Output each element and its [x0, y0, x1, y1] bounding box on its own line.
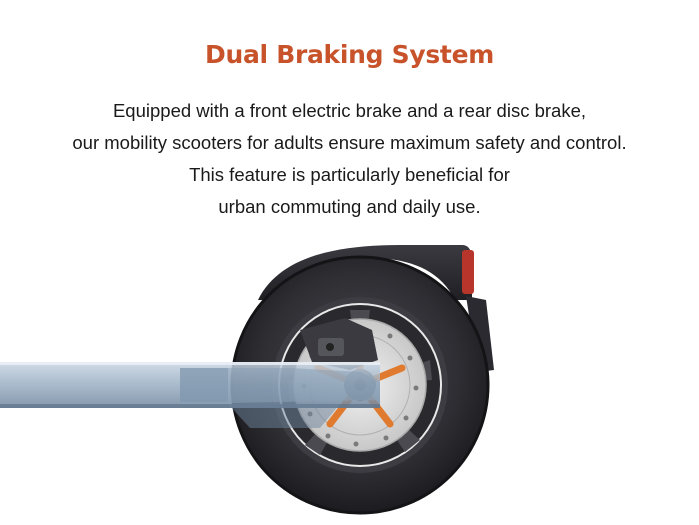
taillight: [462, 250, 474, 294]
brake-caliper: [300, 318, 378, 370]
feature-title: Dual Braking System: [205, 40, 494, 69]
rear-fender: [258, 245, 494, 372]
scooter-rear-wheel-illustration: [0, 245, 494, 515]
feature-description: Equipped with a front electric brake and…: [0, 95, 699, 223]
description-line-3: This feature is particularly beneficial …: [189, 164, 510, 185]
description-line-2: our mobility scooters for adults ensure …: [72, 132, 627, 153]
description-line-1: Equipped with a front electric brake and…: [112, 100, 587, 121]
fender-bracket: [466, 296, 494, 372]
scooter-deck: [0, 362, 380, 428]
description-line-4: urban commuting and daily use.: [218, 196, 481, 217]
